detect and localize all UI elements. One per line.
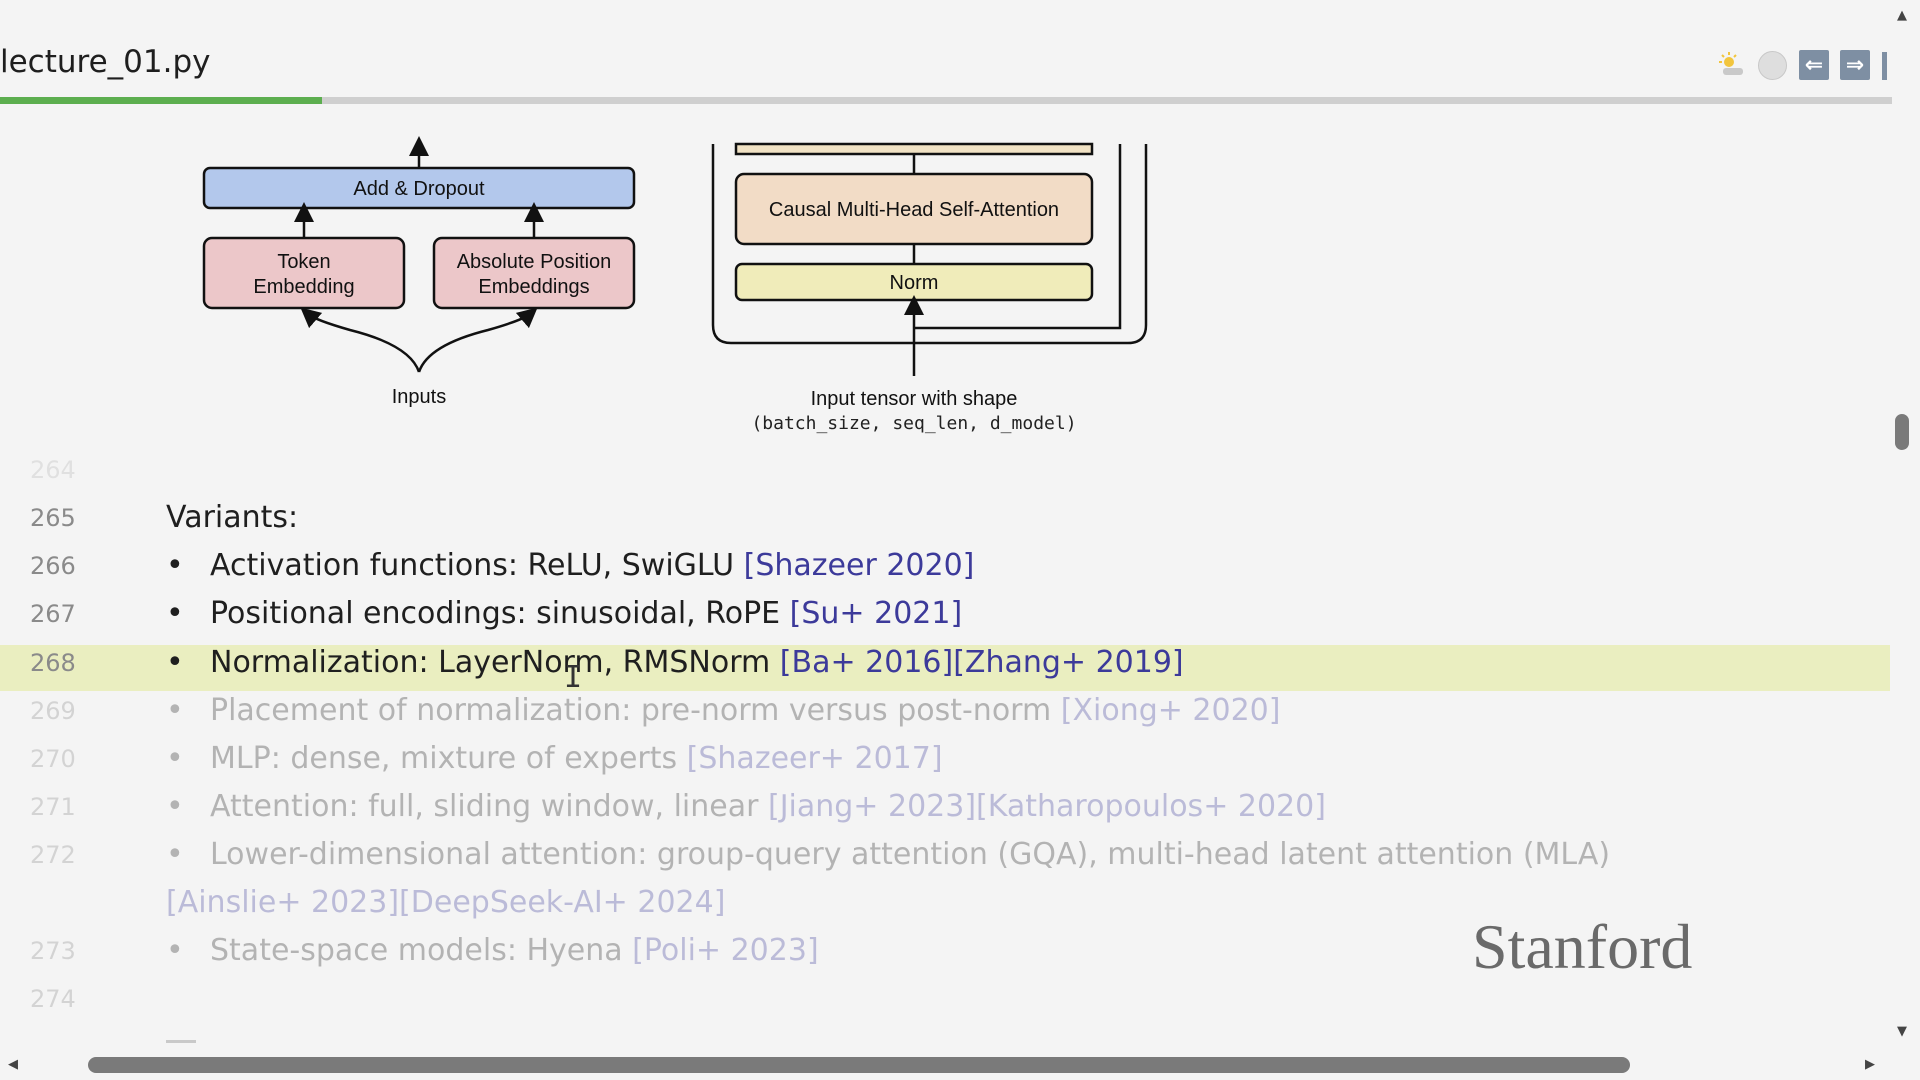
attention-label: Causal Multi-Head Self-Attention <box>769 199 1059 221</box>
absolute-position-label-1: Absolute Position <box>457 251 612 273</box>
bullet: • <box>166 596 184 631</box>
inputs-label: Inputs <box>392 386 446 408</box>
line-text: Normalization: LayerNorm, RMSNorm <box>210 645 780 680</box>
add-dropout-box <box>202 166 636 210</box>
code-line[interactable]: 273 • State-space models: Hyena [Poli+ 20… <box>0 933 1890 979</box>
token-embedding-label-2: Embedding <box>253 276 354 298</box>
bullet: • <box>166 933 184 968</box>
code-line-wrap[interactable]: [Ainslie+ 2023][DeepSeek-AI+ 2024] <box>0 885 1890 931</box>
file-title: lecture_01.py <box>0 44 211 80</box>
line-number: 270 <box>30 745 76 773</box>
line-text: Lower-dimensional attention: group-query… <box>210 837 1611 872</box>
line-number: 274 <box>30 985 76 1013</box>
line-number: 269 <box>30 697 76 725</box>
code-line[interactable]: 269 • Placement of normalization: pre-nor… <box>0 693 1890 739</box>
horizontal-scrollbar-thumb[interactable] <box>88 1057 1630 1073</box>
line-text: Placement of normalization: pre-norm ver… <box>210 693 1061 728</box>
bullet: • <box>166 548 184 583</box>
bullet: • <box>166 741 184 776</box>
partial-line-fragment <box>166 1040 196 1043</box>
input-tensor-shape: (batch_size, seq_len, d_model) <box>751 413 1076 434</box>
toolbar-edge[interactable] <box>1882 52 1887 80</box>
circle-icon[interactable] <box>1757 50 1787 80</box>
line-number: 272 <box>30 841 76 869</box>
line-text: State-space models: Hyena <box>210 933 633 968</box>
citation-link[interactable]: [Shazeer+ 2017] <box>686 741 943 776</box>
citation-link[interactable]: [Ba+ 2016][Zhang+ 2019] <box>779 645 1184 680</box>
citation-link[interactable]: [Poli+ 2023] <box>632 933 819 968</box>
citation-link[interactable]: [Xiong+ 2020] <box>1060 693 1281 728</box>
code-line[interactable]: 267 • Positional encodings: sinusoidal, R… <box>0 596 1890 642</box>
scroll-right-icon[interactable]: ▶ <box>1865 1057 1875 1072</box>
line-text: MLP: dense, mixture of experts <box>210 741 687 776</box>
bullet: • <box>166 645 184 680</box>
scroll-up-icon[interactable]: ▲ <box>1897 8 1907 23</box>
line-number: 267 <box>30 600 76 628</box>
line-number: 268 <box>30 649 76 677</box>
line-number: 264 <box>30 456 76 484</box>
line-text: Positional encodings: sinusoidal, RoPE <box>210 596 790 631</box>
code-line[interactable]: 272 • Lower-dimensional attention: group-… <box>0 837 1890 883</box>
sun-icon[interactable] <box>1716 50 1746 80</box>
line-number: 273 <box>30 937 76 965</box>
arrow-left-icon[interactable]: ⇐ <box>1799 50 1829 80</box>
stanford-watermark: Stanford <box>1472 911 1693 982</box>
line-text: Activation functions: ReLU, SwiGLU <box>210 548 744 583</box>
code-line-highlighted[interactable]: 268 • Normalization: LayerNorm, RMSNorm [… <box>0 645 1890 691</box>
code-line[interactable]: 264 <box>0 452 1890 498</box>
add-dropout-label: Add & Dropout <box>353 178 485 200</box>
line-number: 266 <box>30 552 76 580</box>
text-cursor-icon: I <box>564 660 583 695</box>
code-line[interactable]: 266 •Activation functions: ReLU, SwiGLU … <box>0 548 1890 594</box>
code-line[interactable]: 270 • MLP: dense, mixture of experts [Sha… <box>0 741 1890 787</box>
scroll-left-icon[interactable]: ◀ <box>8 1057 18 1072</box>
transformer-diagram: Add & Dropout Token Embedding Absolute P… <box>0 120 1200 450</box>
code-line[interactable]: 271 • Attention: full, sliding window, li… <box>0 789 1890 835</box>
scroll-down-icon[interactable]: ▼ <box>1897 1024 1907 1039</box>
progress-fill <box>0 97 322 104</box>
input-tensor-caption: Input tensor with shape <box>811 388 1018 410</box>
token-embedding-label-1: Token <box>277 251 330 273</box>
bullet: • <box>166 693 184 728</box>
norm-label: Norm <box>890 272 939 294</box>
absolute-position-label-2: Embeddings <box>478 276 589 298</box>
citation-link[interactable]: [Ainslie+ 2023][DeepSeek-AI+ 2024] <box>166 885 726 920</box>
bullet: • <box>166 837 184 872</box>
bullet: • <box>166 789 184 824</box>
vertical-scrollbar-thumb[interactable] <box>1895 414 1909 450</box>
line-number: 271 <box>30 793 76 821</box>
citation-link[interactable]: [Shazeer 2020] <box>743 548 975 583</box>
citation-link[interactable]: [Su+ 2021] <box>789 596 963 631</box>
code-line[interactable]: 265 Variants: <box>0 500 1890 546</box>
code-line[interactable]: 274 <box>0 981 1890 1027</box>
arrow-right-icon[interactable]: ⇒ <box>1840 50 1870 80</box>
line-number: 265 <box>30 504 76 532</box>
line-text: Variants: <box>166 500 299 535</box>
line-text: Attention: full, sliding window, linear <box>210 789 768 824</box>
citation-link[interactable]: [Jiang+ 2023][Katharopoulos+ 2020] <box>767 789 1326 824</box>
progress-bar <box>0 97 1892 104</box>
